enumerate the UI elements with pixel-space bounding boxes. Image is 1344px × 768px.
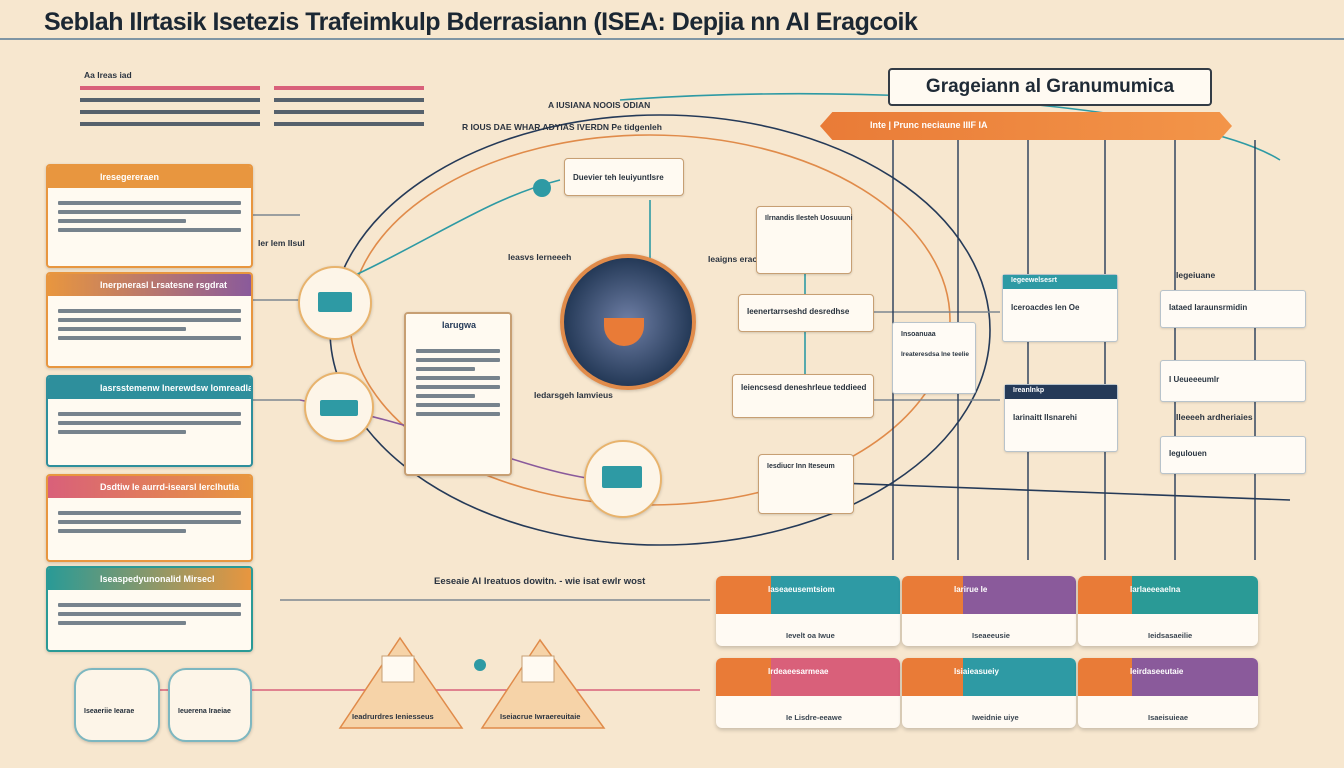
left-card: Inerpnerasl Lrsatesne rsgdrat bbox=[46, 272, 253, 368]
right-section-banner: Inte | Prunc neciaune IIIF IA bbox=[820, 112, 1232, 140]
tile-label: Isiaieasueiy bbox=[954, 667, 999, 676]
tile-label: Iarlaeeeaelna bbox=[1130, 585, 1181, 594]
bottom-left-node-text: Iseaeriie Iearae bbox=[84, 708, 135, 715]
mid-box: Ieiencsesd deneshrleue teddieed bbox=[732, 374, 874, 418]
top-left-text-lines bbox=[80, 86, 440, 126]
left-card: Iresegereraen bbox=[46, 164, 253, 268]
tile-sublabel: Iweidnie uiye bbox=[972, 713, 1019, 722]
left-card-header: Inerpnerasl Lrsatesne rsgdrat bbox=[48, 274, 251, 296]
title-divider bbox=[0, 38, 1344, 40]
far-right-note: Iegeiuane bbox=[1176, 270, 1216, 280]
far-right-card: I Ueueeeumlr bbox=[1160, 360, 1306, 402]
tile-label: Irdeaeesarmeae bbox=[768, 667, 829, 676]
side-note: Ier Iem IIsuI bbox=[258, 238, 305, 248]
mid-card-header: Iarugwa bbox=[406, 314, 510, 336]
tile-sublabel: Isaeisuieae bbox=[1148, 713, 1189, 722]
center-left-note: Ieasvs Ierneeeh bbox=[508, 252, 572, 262]
tile-label: Ieirdaseeutaie bbox=[1130, 667, 1184, 676]
mid-box-text: Iesdiucr Inn Iteseum bbox=[767, 463, 835, 470]
center-right-note: Ieaigns erao bbox=[708, 254, 758, 264]
dashboard-tile: Iaseaeusemtsiom Ievelt oa Iwue bbox=[716, 576, 900, 646]
mid-box-text: Ieenertarrseshd desredhse bbox=[747, 307, 850, 316]
monitor-icon bbox=[584, 440, 662, 518]
mid-card: Iarugwa bbox=[404, 312, 512, 476]
dashboard-tile: Ieirdaseeutaie Isaeisuieae bbox=[1078, 658, 1258, 728]
far-right-card-text: I Ueueeeumlr bbox=[1169, 375, 1220, 384]
pyramid-label: Iseiacrue Iwraereuitaie bbox=[500, 712, 581, 721]
mid-box-text: Ieiencsesd deneshrleue teddieed bbox=[741, 383, 867, 392]
left-card: Iasrsstemenw Inerewdsw lomreadlane bbox=[46, 375, 253, 467]
dashboard-tile: Isiaieasueiy Iweidnie uiye bbox=[902, 658, 1076, 728]
left-card-header: Dsdtiw Ie aurrd-isearsl Ierclhutia bbox=[48, 476, 251, 498]
mid-box-text: Ilrnandis Ilesteh Uosuuuni bbox=[765, 215, 853, 222]
left-card-header: Iseaspedyunonalid Mirsecl bbox=[48, 568, 251, 590]
tile-label: Iarirue Ie bbox=[954, 585, 988, 594]
bottom-left-node: Ieuerena Iraeiae bbox=[168, 668, 252, 742]
central-robot-icon bbox=[560, 254, 696, 390]
top-left-label: Aa Ireas iad bbox=[84, 70, 132, 80]
right-column-card: Ireanlnkp Iarinaitt Ilsnarehi bbox=[1004, 384, 1118, 452]
tile-sublabel: Iseaeeusie bbox=[972, 631, 1010, 640]
right-column-text: Ireateresdsa Ine teelie bbox=[901, 351, 969, 358]
bottom-caption: Eeseaie AI Ireatuos dowitn. - wie isat e… bbox=[434, 576, 646, 587]
right-column-card: Iegeewelsesrt Iceroacdes Ien Oe bbox=[1002, 274, 1118, 342]
mid-box: Ilrnandis Ilesteh Uosuuuni bbox=[756, 206, 853, 274]
center-top-label-2: R IOUS DAE WHAR ADYIAS IVERDN Pe tidgenl… bbox=[462, 122, 662, 132]
laptop-icon bbox=[298, 266, 372, 340]
far-right-card-text: Iataed Iaraunsrmidin bbox=[1169, 303, 1248, 312]
left-card: Iseaspedyunonalid Mirsecl bbox=[46, 566, 253, 652]
left-card-header: Iresegereraen bbox=[48, 166, 251, 188]
right-section-title: Grageiann al Granumumica bbox=[888, 68, 1212, 106]
tile-sublabel: Ie Lisdre-eeawe bbox=[786, 713, 842, 722]
page-title: Seblah Ilrtasik Isetezis Trafeimkulp Bde… bbox=[44, 8, 918, 36]
right-column-card: Insoanuaa Ireateresdsa Ine teelie bbox=[892, 322, 976, 394]
bottom-left-node-text: Ieuerena Iraeiae bbox=[178, 708, 231, 715]
left-card: Dsdtiw Ie aurrd-isearsl Ierclhutia bbox=[46, 474, 253, 562]
far-right-note-2: Ileeeeh ardheriaies bbox=[1176, 412, 1253, 422]
dashboard-tile: Iarlaeeeaelna Ieidsasaeilie bbox=[1078, 576, 1258, 646]
tile-sublabel: Ievelt oa Iwue bbox=[786, 631, 835, 640]
tile-sublabel: Ieidsasaeilie bbox=[1148, 631, 1193, 640]
center-bubble: Duevier teh Ieuiyuntlsre bbox=[564, 158, 684, 196]
far-right-card-text: Iegulouen bbox=[1169, 449, 1207, 458]
center-left-note-2: Iedarsgeh Iamvieus bbox=[534, 390, 613, 400]
right-column-title: Insoanuaa bbox=[901, 331, 936, 338]
mid-box: Iesdiucr Inn Iteseum bbox=[758, 454, 854, 514]
left-card-header: Iasrsstemenw Inerewdsw lomreadlane bbox=[48, 377, 251, 399]
dashboard-tile: Irdeaeesarmeae Ie Lisdre-eeawe bbox=[716, 658, 900, 728]
bottom-left-node: Iseaeriie Iearae bbox=[74, 668, 160, 742]
right-column-title: Ireanlnkp bbox=[1013, 387, 1045, 394]
right-column-text: Iarinaitt Ilsnarehi bbox=[1013, 413, 1078, 422]
right-column-title: Iegeewelsesrt bbox=[1011, 277, 1057, 284]
printer-icon bbox=[304, 372, 374, 442]
right-column-text: Iceroacdes Ien Oe bbox=[1011, 303, 1080, 312]
dashboard-tile: Iarirue Ie Iseaeeusie bbox=[902, 576, 1076, 646]
tile-label: Iaseaeusemtsiom bbox=[768, 585, 835, 594]
pyramid-label: Ieadrurdres Ieniesseus bbox=[352, 712, 434, 721]
far-right-card: Iataed Iaraunsrmidin bbox=[1160, 290, 1306, 328]
center-top-label-1: A IUSIANA NOOIS ODIAN bbox=[548, 100, 651, 110]
center-bubble-text: Duevier teh Ieuiyuntlsre bbox=[573, 173, 664, 182]
far-right-card: Iegulouen bbox=[1160, 436, 1306, 474]
mid-box: Ieenertarrseshd desredhse bbox=[738, 294, 874, 332]
banner-label: Inte | Prunc neciaune IIIF IA bbox=[870, 120, 988, 130]
